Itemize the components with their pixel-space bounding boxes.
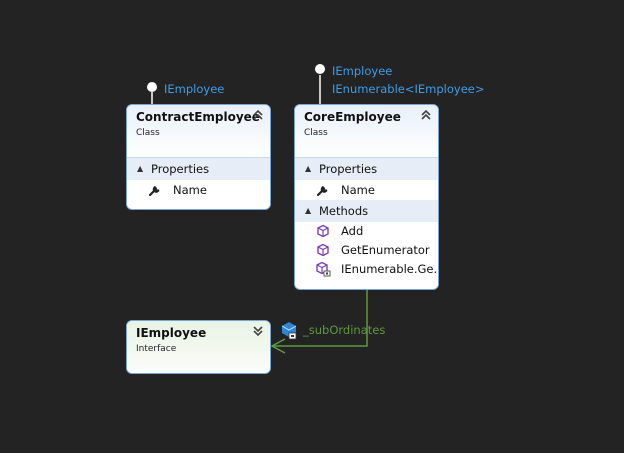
class-header[interactable]: ContractEmployee Class <box>127 105 270 158</box>
double-chevron-up-icon[interactable] <box>252 109 264 124</box>
section-label: Properties <box>319 162 378 176</box>
interface-header[interactable]: IEmployee Interface <box>127 321 270 373</box>
class-box-core-employee[interactable]: CoreEmployee Class ▲ Properties Name ▲ M… <box>294 104 439 290</box>
interface-box-iemployee[interactable]: IEmployee Interface <box>126 320 271 374</box>
method-item[interactable]: GetEnumerator <box>295 241 438 260</box>
method-label: Add <box>341 224 364 238</box>
double-chevron-down-icon[interactable] <box>252 325 264 340</box>
method-item[interactable]: IEnumerable.Ge... <box>295 260 438 279</box>
section-label: Properties <box>151 162 210 176</box>
interface-title: IEmployee <box>136 326 207 340</box>
method-item[interactable]: Add <box>295 222 438 241</box>
property-item[interactable]: Name <box>127 180 270 200</box>
property-item[interactable]: Name <box>295 180 438 200</box>
double-chevron-up-icon[interactable] <box>420 109 432 124</box>
property-label: Name <box>341 183 375 197</box>
properties-section-header[interactable]: ▲ Properties <box>127 158 270 180</box>
locked-cube-icon <box>315 260 331 280</box>
interface-stereotype: Interface <box>136 344 177 354</box>
collapse-triangle-icon[interactable]: ▲ <box>137 164 144 173</box>
method-label: GetEnumerator <box>341 243 430 257</box>
interface-lollipop-core <box>315 64 325 104</box>
collapse-triangle-icon[interactable]: ▲ <box>305 164 312 173</box>
property-label: Name <box>173 183 207 197</box>
section-label: Methods <box>319 204 369 218</box>
cube-icon <box>315 222 331 242</box>
interface-lollipop-contract <box>147 82 157 104</box>
association-line[interactable] <box>270 290 368 354</box>
collapse-triangle-icon[interactable]: ▲ <box>305 206 312 215</box>
wrench-icon <box>315 180 331 200</box>
class-stereotype: Class <box>304 128 328 138</box>
field-lock-icon <box>281 322 297 340</box>
methods-section-header[interactable]: ▲ Methods <box>295 200 438 222</box>
wrench-icon <box>147 180 163 200</box>
cube-icon <box>315 241 331 261</box>
class-header[interactable]: CoreEmployee Class <box>295 105 438 158</box>
class-box-contract-employee[interactable]: ContractEmployee Class ▲ Properties Name <box>126 104 271 210</box>
class-title: ContractEmployee <box>136 110 260 124</box>
method-label: IEnumerable.Ge... <box>341 262 439 276</box>
properties-section-header[interactable]: ▲ Properties <box>295 158 438 180</box>
class-stereotype: Class <box>136 128 160 138</box>
class-title: CoreEmployee <box>304 110 401 124</box>
